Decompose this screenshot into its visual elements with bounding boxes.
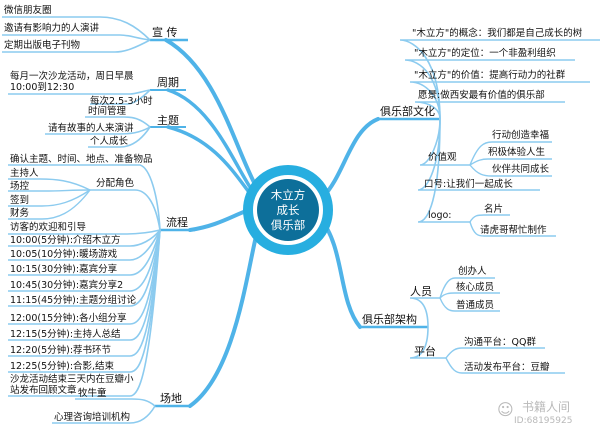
branch-venue — [188, 218, 262, 408]
cycle-item: 每次2.5-3小时 — [90, 96, 153, 107]
theme-item: 时间管理 — [88, 106, 127, 117]
process-step: 10:45(30分钟):嘉宾分享2 — [10, 280, 124, 291]
platform-item: 活动发布平台：豆瓣 — [464, 362, 550, 373]
role-item: 场控 — [10, 181, 30, 192]
structure-label: 俱乐部架构 — [362, 313, 417, 326]
platform-label: 平台 — [414, 345, 436, 358]
watermark-icon: ☺ — [497, 400, 514, 419]
center-line-1: 木立方 — [271, 188, 306, 202]
theme-item: 个人成长 — [90, 136, 129, 147]
culture-item: 愿景:做西安最有价值的俱乐部 — [418, 90, 545, 101]
center-line-2: 成长 — [277, 203, 300, 217]
values-item: 行动创造幸福 — [492, 130, 550, 141]
people-item: 创办人 — [458, 266, 487, 277]
culture-label: 俱乐部文化 — [380, 105, 435, 118]
values-item: 积极体验人生 — [488, 147, 546, 158]
process-step: 12:00(15分钟):各小组分享 — [10, 313, 127, 324]
process-step: 12:25(5分钟):合影,结束 — [10, 361, 115, 372]
theme-item: 请有故事的人来演讲 — [48, 123, 134, 134]
process-step: 确认主题、时间、地点、准备物品 — [10, 154, 153, 165]
culture-item: "木立方"的定位：一个非盈利组织 — [414, 48, 556, 59]
promo-item: 微信朋友圈 — [4, 5, 52, 16]
watermark-id: ID:68195925 — [514, 416, 573, 426]
process-step: 11:15(45分钟):主题分组讨论 — [10, 295, 137, 306]
role-item: 财务 — [10, 208, 30, 219]
venue-item: 心理咨询培训机构 — [54, 412, 131, 423]
branch-promo — [164, 38, 260, 192]
roles-label: 分配角色 — [96, 178, 135, 189]
cycle-label: 周期 — [157, 76, 179, 89]
process-step: 10:05(10分钟):暖场游戏 — [10, 249, 118, 260]
branch-cycle — [166, 88, 258, 198]
logo-item: 名片 — [484, 204, 504, 215]
process-step: 10:15(30分钟):嘉宾分享 — [10, 264, 118, 275]
logo-label: logo: — [428, 210, 452, 221]
venue-item: 牧牛童 — [78, 388, 107, 399]
people-label: 人员 — [410, 285, 432, 298]
logo-item: 请虎哥帮忙制作 — [480, 225, 547, 236]
center-line-3: 俱乐部 — [271, 218, 306, 232]
center-node-fill — [257, 179, 319, 241]
promo-label: 宣 传 — [152, 26, 178, 39]
people-item: 核心成员 — [456, 282, 495, 293]
venue-label: 场地 — [160, 392, 182, 405]
process-step: 访客的欢迎和引导 — [10, 222, 87, 233]
role-item: 主持人 — [10, 168, 39, 179]
promo-item: 邀请有影响力的人演讲 — [4, 23, 100, 34]
role-item: 签到 — [10, 195, 30, 206]
process-step: 12:15(5分钟):主持人总结 — [10, 329, 121, 340]
process-step: 12:20(5分钟):荐书环节 — [10, 345, 112, 356]
promo-item: 定期出版电子刊物 — [4, 40, 81, 51]
theme-label: 主题 — [157, 114, 179, 127]
culture-item: "木立方"的概念：我们都是自己成长的树 — [412, 28, 583, 39]
branch-culture — [320, 117, 380, 200]
branch-theme — [166, 125, 258, 203]
watermark-name: 书籍人间 — [522, 400, 571, 414]
values-item: 伙伴共同成长 — [492, 164, 550, 175]
process-label: 流程 — [166, 216, 188, 229]
process-step: 10:00(5分钟):介绍木立方 — [10, 235, 121, 246]
cycle-item: 每月一次沙龙活动，周日早晨 10:00到12:30 — [10, 71, 134, 93]
process-step: 沙龙活动结束三天内在豆瓣小 站发布回顾文章 — [10, 374, 134, 396]
culture-item: 口号:让我们一起成长 — [424, 179, 513, 190]
values-label: 价值观 — [428, 152, 457, 163]
branch-structure — [318, 216, 362, 329]
platform-item: 沟通平台：QQ群 — [464, 337, 536, 348]
people-item: 普通成员 — [456, 300, 495, 311]
culture-item: "木立方"的价值：提高行动力的社群 — [414, 70, 566, 81]
